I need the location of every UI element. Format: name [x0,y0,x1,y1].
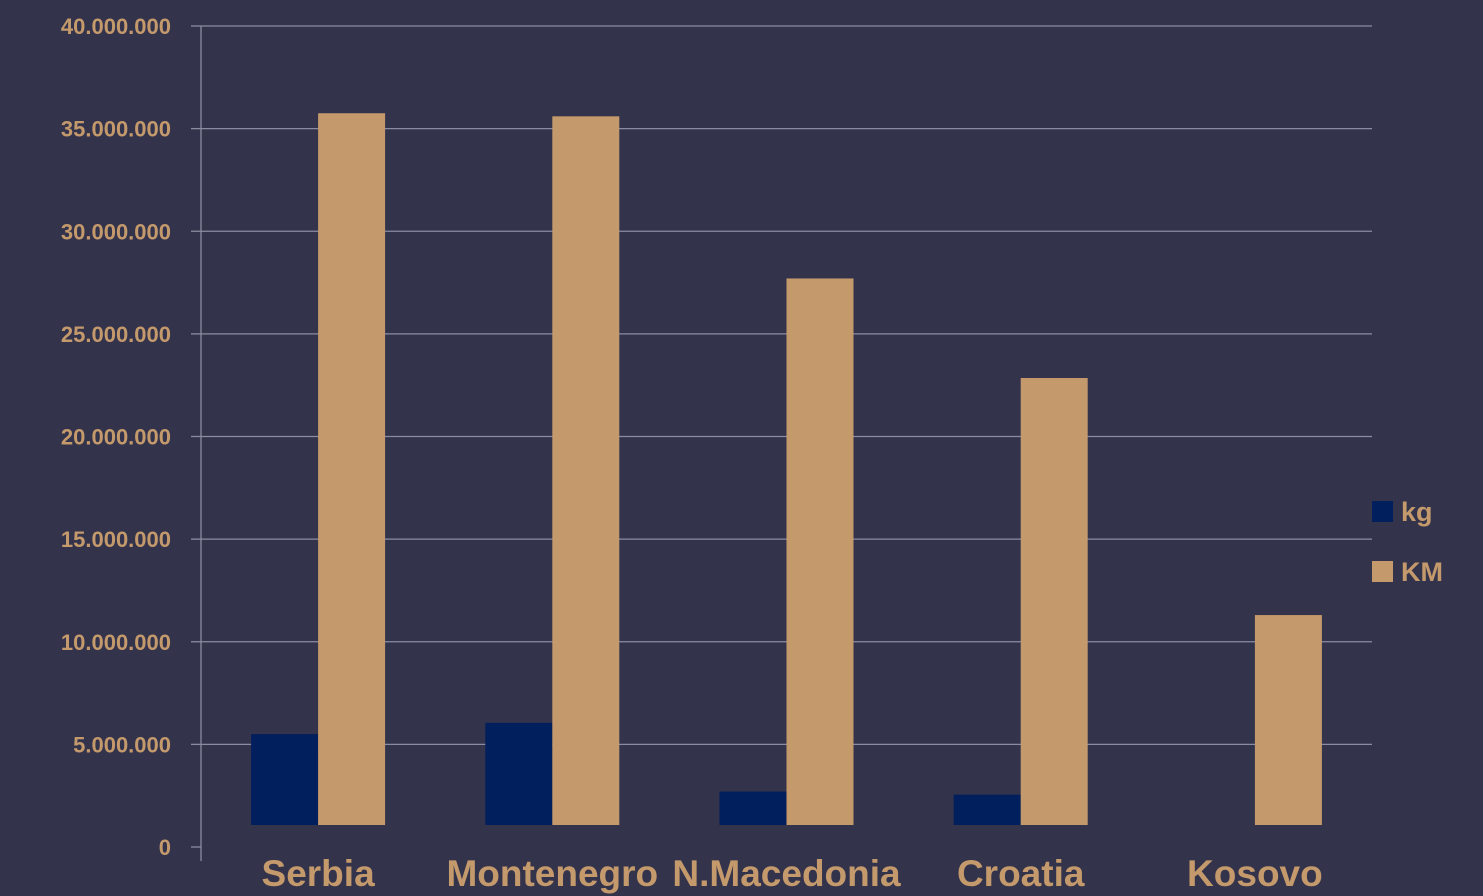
bars [251,113,1322,825]
y-tick-label: 0 [159,835,171,860]
y-tick-label: 10.000.000 [61,630,171,655]
bar-km-croatia [1020,378,1088,825]
bar-kg-montenegro [485,722,553,825]
bar-kg-serbia [251,734,319,825]
y-tick-label: 20.000.000 [61,425,171,450]
x-tick-label: N.Macedonia [672,853,901,894]
y-tick-labels: 0 5.000.000 10.000.000 15.000.000 20.000.000… [61,14,171,860]
y-tick-label: 30.000.000 [61,219,171,244]
y-tick-label: 5.000.000 [73,732,171,757]
bar-km-kosovo [1254,615,1322,825]
bar-kg-n-macedonia [719,791,787,825]
x-tick-label: Serbia [262,853,376,894]
legend-label-kg: kg [1401,497,1433,527]
x-tick-labels: Serbia Montenegro N.Macedonia Croatia Kosovo [262,853,1323,894]
x-tick-label: Kosovo [1187,853,1323,894]
bar-km-n-macedonia [786,278,854,825]
legend-label-km: KM [1401,557,1443,587]
x-tick-label: Croatia [957,853,1085,894]
y-tick-label: 35.000.000 [61,117,171,142]
y-tick-label: 15.000.000 [61,527,171,552]
y-tick-label: 40.000.000 [61,14,171,39]
bar-kg-croatia [953,794,1021,825]
legend-swatch-kg [1372,501,1393,522]
bar-km-serbia [318,113,386,825]
axes [191,25,202,861]
x-tick-label: Montenegro [446,853,658,894]
bar-km-montenegro [552,116,620,825]
y-tick-label: 25.000.000 [61,322,171,347]
legend-swatch-km [1372,561,1393,582]
